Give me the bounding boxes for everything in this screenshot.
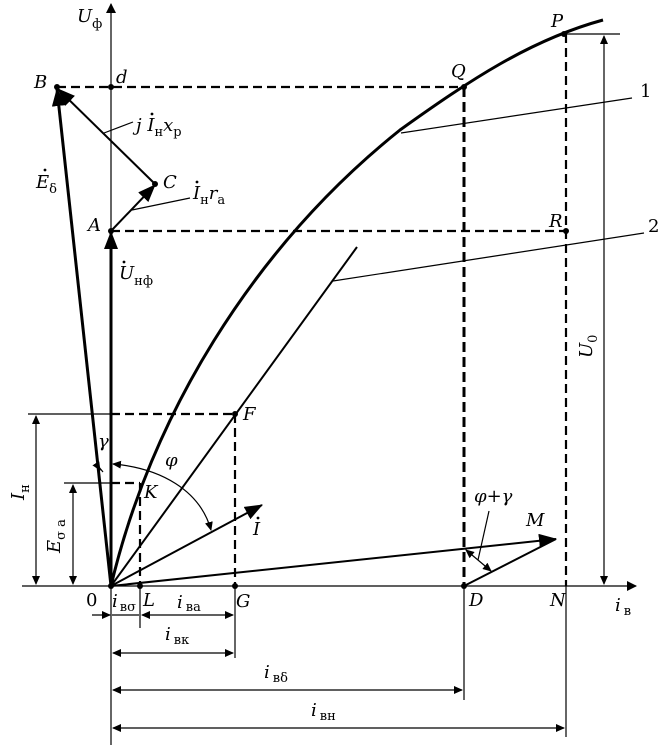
curve-1 <box>109 18 604 587</box>
label-L: L <box>142 590 155 611</box>
point-P <box>561 31 567 37</box>
label-N: N <box>549 590 567 611</box>
leader-Ir <box>131 197 191 211</box>
point-L <box>137 583 143 589</box>
label-E-sigma-a: Eσ a <box>44 519 69 554</box>
point-origin <box>108 583 114 589</box>
vector-I <box>110 504 263 587</box>
point-R <box>563 228 569 234</box>
point-d <box>108 84 114 90</box>
svg-text:I: I <box>252 519 261 540</box>
label-Q: Q <box>451 61 466 82</box>
arc-gamma <box>92 461 104 473</box>
vector-Ir <box>110 184 156 232</box>
svg-text:j Iнxp: j Iнxp <box>132 115 182 140</box>
label-Ir: Iнra <box>192 180 225 208</box>
point-C <box>152 181 158 187</box>
svg-text:Eδ: Eδ <box>35 172 57 197</box>
label-d: d <box>116 67 128 88</box>
label-phi-plus-gamma: φ+γ <box>474 486 513 507</box>
svg-text:Uнф: Uнф <box>119 263 153 289</box>
vector-jIx <box>57 88 156 185</box>
label-jIx: j Iнxp <box>132 112 182 140</box>
arc-phi-gamma <box>465 549 492 572</box>
label-K: K <box>143 482 159 503</box>
label-gamma: γ <box>98 431 109 452</box>
point-G <box>232 583 238 589</box>
label-P: P <box>550 11 564 32</box>
label-G: G <box>236 591 250 612</box>
label-I-n: Iн <box>8 484 33 501</box>
leader-jIx <box>103 121 134 134</box>
label-curve-2: 2 <box>648 216 659 237</box>
label-B: B <box>33 72 47 93</box>
label-origin: 0 <box>86 590 97 611</box>
point-A <box>108 228 114 234</box>
vector-E-delta <box>51 88 113 587</box>
leader-phi-gamma <box>477 510 490 561</box>
vector-M <box>110 533 557 587</box>
label-phi: φ <box>165 450 178 471</box>
point-F <box>232 411 238 417</box>
label-I-vector: I <box>252 516 261 540</box>
point-D <box>461 583 467 589</box>
label-R: R <box>548 211 563 232</box>
label-U0: U0 <box>576 335 601 358</box>
label-U-nf: Uнф <box>119 260 153 289</box>
label-F: F <box>242 404 257 425</box>
label-E-delta: Eδ <box>35 168 57 197</box>
callout-2 <box>332 232 645 282</box>
label-D: D <box>468 590 484 611</box>
label-C: C <box>163 172 177 193</box>
label-A: A <box>86 215 101 236</box>
vector-D-M <box>463 538 557 587</box>
svg-text:Iнra: Iнra <box>192 183 225 208</box>
callout-1 <box>400 97 633 134</box>
label-M: M <box>525 510 545 531</box>
point-Q <box>461 84 467 90</box>
arc-phi <box>112 460 213 531</box>
point-B <box>54 84 60 90</box>
label-axis-y: Uф <box>77 6 102 32</box>
label-curve-1: 1 <box>640 81 651 102</box>
